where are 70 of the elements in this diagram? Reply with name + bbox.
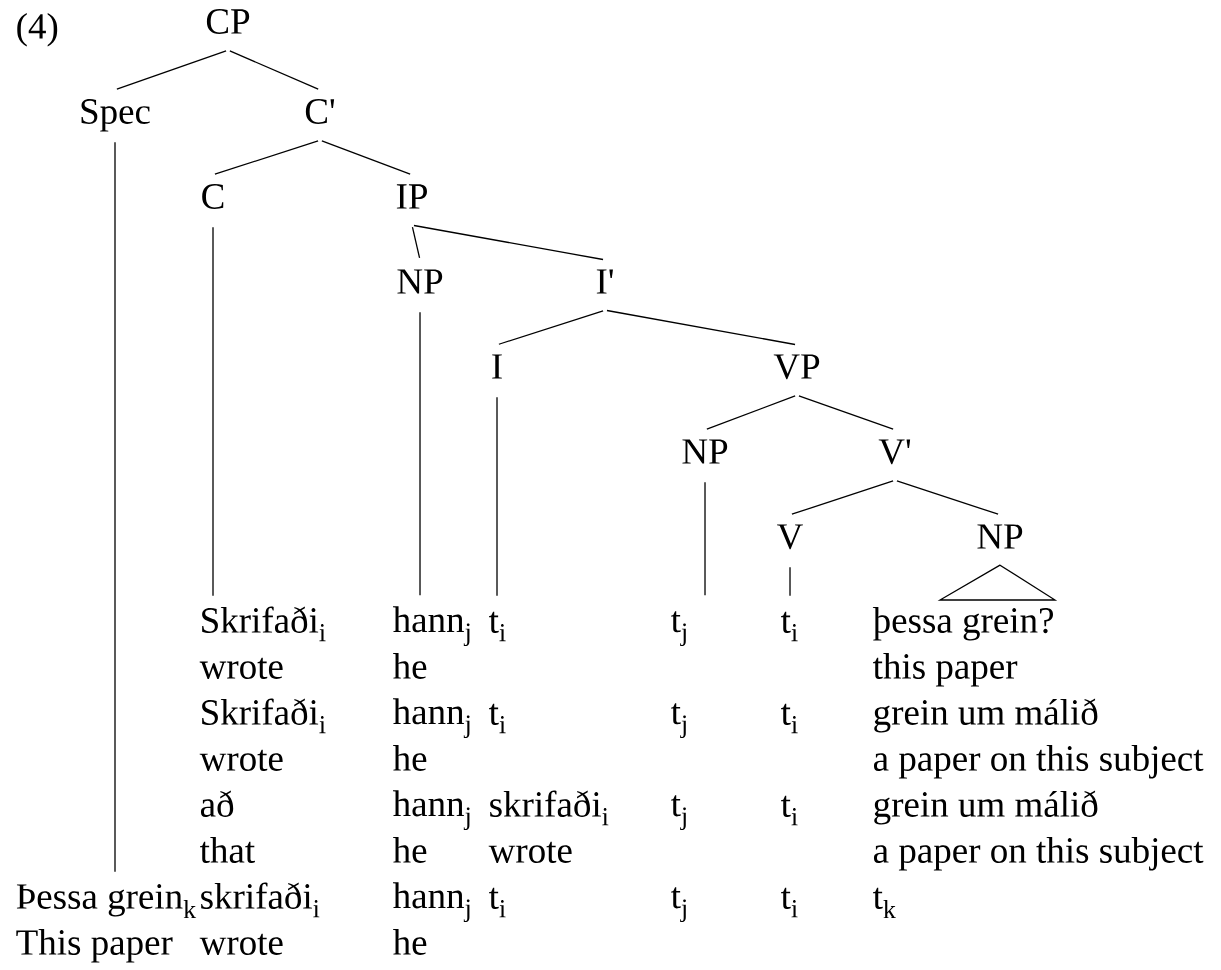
word-label: t$_{i}$ (781, 611, 798, 642)
branch-line (214, 140, 319, 175)
branch-line (791, 480, 894, 515)
category-label: I (492, 354, 502, 379)
branch-line (606, 309, 796, 346)
word-label: grein um málið (874, 790, 1098, 825)
word-label: Skrifaði$_{i}$ (202, 698, 326, 734)
category-label: Spec (81, 99, 150, 132)
branch-line (114, 141, 116, 873)
branch-line (789, 566, 791, 597)
word-label: Þessa grein$_{k}$ (16, 884, 197, 918)
branch-line (212, 226, 214, 597)
word-label: t$_{i}$ (781, 887, 798, 918)
category-label: NP (977, 524, 1023, 549)
word-label: hann$_{j}$ (393, 606, 470, 647)
word-label: þessa grein? (872, 606, 1053, 641)
word-label: hann$_{j}$ (393, 882, 470, 923)
category-label: NP (397, 269, 443, 294)
word-label: a paper on this subject (873, 836, 1204, 871)
word-label: that (200, 836, 255, 863)
category-label: VP (773, 354, 820, 380)
branch-line (419, 311, 421, 596)
word-label: t$_{i}$ (781, 703, 798, 734)
category-label: NP (682, 439, 728, 464)
category-label: C' (305, 99, 335, 124)
word-label: grein um málið (874, 698, 1098, 733)
category-label: CP (206, 9, 250, 34)
word-label: he (393, 836, 427, 863)
word-label: This paper (16, 928, 173, 963)
branch-line (116, 50, 227, 90)
category-label: C (202, 184, 224, 209)
branch-line (704, 481, 706, 596)
word-label: he (393, 928, 427, 955)
word-label: wrote (488, 841, 572, 863)
word-label: t$_{i}$ (489, 703, 506, 734)
word-label: a paper on this subject (873, 744, 1204, 779)
word-label: he (393, 652, 427, 679)
word-label: að (200, 790, 234, 817)
branch-line (229, 50, 319, 90)
word-label: skrifaði$_{i}$ (201, 882, 320, 918)
word-label: hann$_{j}$ (393, 698, 470, 739)
branch-line (321, 140, 411, 175)
word-label: t$_{j}$ (671, 703, 686, 739)
word-label: t$_{i}$ (489, 611, 506, 642)
category-label: I' (596, 269, 613, 294)
word-label: hann$_{j}$ (393, 790, 470, 831)
branch-line (896, 480, 999, 515)
word-label: skrifaði$_{i}$ (490, 790, 609, 826)
word-label: wrote (199, 933, 283, 955)
branch-line (413, 224, 604, 261)
branch-line (498, 310, 604, 345)
branch-line (798, 395, 894, 430)
category-label: IP (396, 184, 427, 209)
word-label: this paper (873, 652, 1018, 687)
word-label: he (393, 744, 427, 771)
example-number: (4) (17, 12, 58, 47)
category-label: V (777, 524, 803, 550)
word-label: t$_{k}$ (873, 887, 896, 918)
category-label: V' (878, 439, 911, 465)
word-label: Skrifaði$_{i}$ (202, 606, 326, 642)
branch-line (706, 395, 796, 430)
branch-line (496, 396, 498, 597)
word-label: t$_{i}$ (781, 795, 798, 826)
word-label: t$_{j}$ (671, 887, 686, 923)
branch-line (411, 226, 421, 259)
word-label: t$_{j}$ (671, 611, 686, 647)
word-label: t$_{i}$ (489, 887, 506, 918)
word-label: t$_{j}$ (671, 795, 686, 831)
word-label: wrote (199, 749, 283, 771)
word-label: wrote (199, 657, 283, 679)
